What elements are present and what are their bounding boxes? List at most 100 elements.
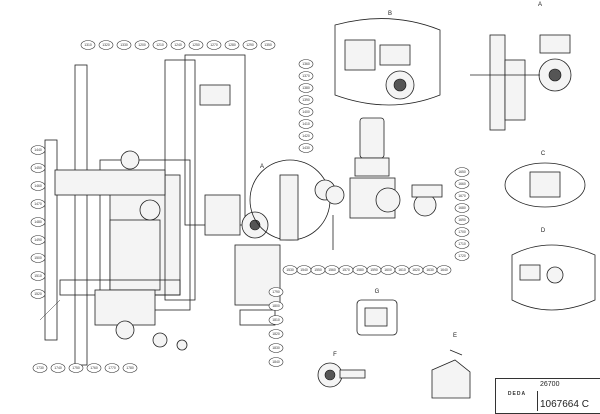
callout-bubble — [298, 107, 314, 117]
callout-1420: 1420 — [298, 131, 314, 141]
callout-bubble — [298, 83, 314, 93]
callout-1600: 1600 — [380, 265, 396, 275]
callout-1760: 1760 — [86, 363, 102, 373]
callout-1740: 1740 — [50, 363, 66, 373]
callout-1820: 1820 — [268, 329, 284, 339]
callout-1200: 1200 — [134, 40, 150, 50]
callout-bubble — [268, 343, 284, 353]
callout-bubble — [122, 363, 138, 373]
callout-1380: 1380 — [298, 83, 314, 93]
callout-label: 1310 — [84, 43, 92, 47]
callout-bubble — [86, 363, 102, 373]
callout-bubble — [454, 239, 470, 249]
callout-1750: 1750 — [68, 363, 84, 373]
detail-d: D — [511, 228, 596, 311]
callout-label: 1800 — [272, 304, 280, 308]
callout-label: 1400 — [302, 110, 310, 114]
svg-text:D: D — [541, 228, 546, 234]
callout-bubble — [30, 253, 46, 263]
callout-bubble — [298, 143, 314, 153]
detail-c: C — [504, 151, 586, 208]
callout-1680: 1680 — [454, 203, 470, 213]
callout-1390: 1390 — [298, 95, 314, 105]
callout-1290: 1290 — [242, 40, 258, 50]
title-block: DEDA 26700 1067664 C — [495, 378, 600, 414]
callout-1330: 1330 — [116, 40, 132, 50]
svg-text:A: A — [538, 2, 542, 8]
callout-bubble — [454, 251, 470, 261]
callout-label: 1630 — [426, 268, 434, 272]
callout-label: 1280 — [228, 43, 236, 47]
callout-bubble — [260, 40, 276, 50]
callout-1730: 1730 — [32, 363, 48, 373]
callout-label: 1370 — [302, 74, 310, 78]
callout-1210: 1210 — [152, 40, 168, 50]
callout-label: 1730 — [36, 366, 44, 370]
svg-text:G: G — [375, 289, 380, 295]
callout-label: 1500 — [34, 256, 42, 260]
callout-label: 1550 — [314, 268, 322, 272]
callout-bubble — [242, 40, 258, 50]
main-frame-assembly — [39, 54, 281, 366]
callout-bubble — [30, 145, 46, 155]
callout-bubble — [30, 217, 46, 227]
callout-label: 1770 — [108, 366, 116, 370]
detail-f: F — [317, 352, 366, 388]
callout-label: 1760 — [90, 366, 98, 370]
callout-label: 1640 — [440, 268, 448, 272]
callout-bubble — [454, 215, 470, 225]
callout-bubble — [268, 301, 284, 311]
callout-label: 1420 — [302, 134, 310, 138]
callout-1440: 1440 — [30, 145, 46, 155]
svg-text:F: F — [333, 352, 337, 358]
callout-1720: 1720 — [454, 251, 470, 261]
callout-1620: 1620 — [408, 265, 424, 275]
detail-a: A — [470, 2, 572, 131]
callout-1480: 1480 — [30, 217, 46, 227]
callout-label: 1540 — [300, 268, 308, 272]
callout-1350: 1350 — [260, 40, 276, 50]
callout-1610: 1610 — [394, 265, 410, 275]
callout-1510: 1510 — [30, 271, 46, 281]
callout-bubble — [436, 265, 452, 275]
callout-bubble — [152, 40, 168, 50]
callout-1580: 1580 — [352, 265, 368, 275]
detail-b: B — [334, 11, 441, 106]
callout-label: 1810 — [272, 318, 280, 322]
callout-bubble — [454, 191, 470, 201]
callout-label: 1670 — [458, 194, 466, 198]
callout-label: 1330 — [120, 43, 128, 47]
callout-label: 1820 — [272, 332, 280, 336]
callout-1570: 1570 — [338, 265, 354, 275]
callout-1800: 1800 — [268, 301, 284, 311]
motor-gearbox-assembly: A — [249, 117, 443, 250]
drawing-number: 1067664 C — [540, 399, 589, 410]
callout-label: 1710 — [458, 242, 466, 246]
callout-1650: 1650 — [454, 167, 470, 177]
callout-1700: 1700 — [454, 227, 470, 237]
callout-label: 1460 — [34, 184, 42, 188]
callout-1630: 1630 — [422, 265, 438, 275]
callout-label: 1450 — [34, 166, 42, 170]
callout-1360: 1360 — [298, 59, 314, 69]
callout-1550: 1550 — [310, 265, 326, 275]
callout-1450: 1450 — [30, 163, 46, 173]
callout-label: 1290 — [246, 43, 254, 47]
callout-bubble — [298, 71, 314, 81]
callout-bubble — [224, 40, 240, 50]
callout-bubble — [98, 40, 114, 50]
callout-bubble — [104, 363, 120, 373]
callout-1690: 1690 — [454, 215, 470, 225]
detail-g: G — [356, 289, 398, 336]
callout-1490: 1490 — [30, 235, 46, 245]
callout-label: 1270 — [210, 43, 218, 47]
callout-bubble — [30, 289, 46, 299]
callout-1400: 1400 — [298, 107, 314, 117]
callout-bubble — [116, 40, 132, 50]
callout-label: 1570 — [342, 268, 350, 272]
callout-bubble — [206, 40, 222, 50]
callout-label: 1440 — [34, 148, 42, 152]
callout-1710: 1710 — [454, 239, 470, 249]
